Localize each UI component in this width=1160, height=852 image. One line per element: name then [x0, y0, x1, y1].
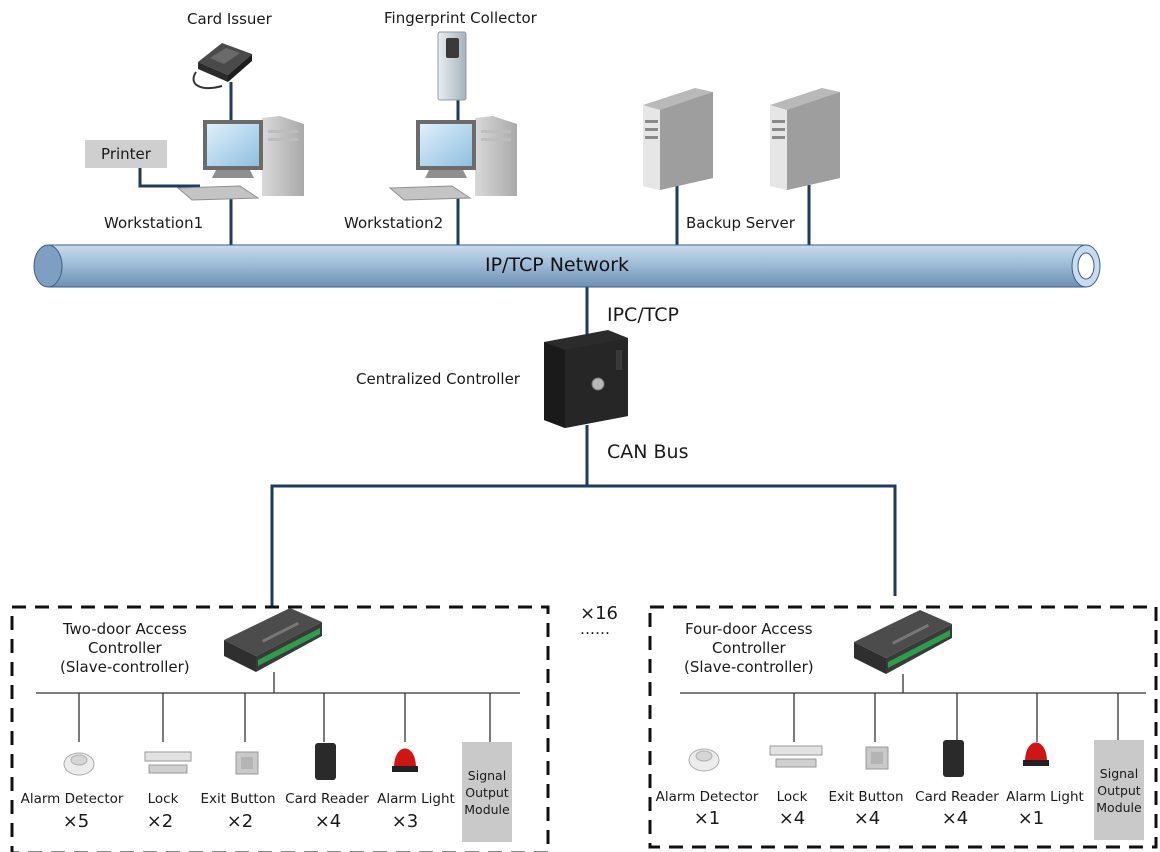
- four-door-device-bus: [680, 674, 1146, 742]
- magnetic-lock-icon: [769, 745, 823, 768]
- card-issuer-icon: [192, 43, 252, 90]
- smoke-detector-icon: [688, 748, 720, 772]
- network-pipe: [33, 244, 1101, 288]
- signal-output-module: Signal Output Module: [462, 742, 512, 842]
- device-count-label: ×1: [1017, 808, 1045, 829]
- network-label: IP/TCP Network: [485, 254, 630, 276]
- exit-button-icon: [235, 751, 259, 775]
- device-count-label: ×5: [62, 811, 90, 832]
- centralized-controller-label: Centralized Controller: [356, 370, 520, 388]
- device-name-label: Exit Button: [828, 789, 904, 805]
- four-door-controller-icon: [854, 610, 952, 674]
- card-issuer-label: Card Issuer: [187, 10, 272, 28]
- workstation1-label: Workstation1: [104, 214, 204, 232]
- continuation-dots: ……: [580, 620, 610, 638]
- workstation2-computer-icon: [388, 116, 517, 201]
- printer-label: Printer: [85, 140, 167, 168]
- workstation2-label: Workstation2: [344, 214, 444, 232]
- fingerprint-collector-icon: [437, 31, 467, 101]
- device-name-label: Lock: [147, 791, 179, 807]
- exit-button-icon: [865, 746, 889, 770]
- smoke-detector-icon: [63, 752, 95, 776]
- device-count-label: ×2: [146, 811, 174, 832]
- backup-server-label: Backup Server: [686, 214, 795, 232]
- ipc-tcp-label: IPC/TCP: [607, 304, 679, 326]
- device-name-label: Alarm Light: [377, 791, 455, 807]
- device-count-label: ×4: [941, 808, 969, 829]
- device-count-label: ×1: [693, 808, 721, 829]
- two-door-controller-title: Two-door Access Controller (Slave-contro…: [60, 620, 190, 676]
- device-count-label: ×4: [778, 808, 806, 829]
- device-name-label: Card Reader: [915, 789, 999, 805]
- four-door-controller-title: Four-door Access Controller (Slave-contr…: [684, 620, 814, 676]
- backup-server-icon: [643, 88, 713, 190]
- workstation1-computer-icon: [176, 116, 304, 201]
- device-name-label: Lock: [776, 789, 808, 805]
- device-count-label: ×4: [853, 808, 881, 829]
- two-door-device-bus: [36, 672, 520, 742]
- card-reader-icon: [315, 743, 336, 780]
- alarm-light-icon: [1023, 742, 1049, 766]
- centralized-controller-icon: [544, 330, 628, 428]
- four-door-controller-group: [648, 605, 1158, 849]
- controller-multiplier-label: ×16: [580, 603, 618, 624]
- device-name-label: Alarm Light: [1006, 789, 1084, 805]
- alarm-light-icon: [392, 748, 418, 772]
- device-count-label: ×3: [391, 811, 419, 832]
- device-name-label: Alarm Detector: [655, 789, 759, 805]
- device-count-label: ×2: [226, 811, 254, 832]
- can-bus-label: CAN Bus: [607, 441, 689, 463]
- connection-lines: [138, 82, 897, 608]
- two-door-controller-icon: [224, 608, 322, 672]
- device-name-label: Card Reader: [285, 791, 369, 807]
- magnetic-lock-icon: [144, 751, 192, 774]
- device-name-label: Alarm Detector: [20, 791, 124, 807]
- card-reader-icon: [943, 740, 964, 777]
- fingerprint-collector-label: Fingerprint Collector: [384, 9, 537, 27]
- signal-output-module: Signal Output Module: [1094, 740, 1144, 840]
- device-count-label: ×4: [314, 811, 342, 832]
- device-name-label: Exit Button: [200, 791, 276, 807]
- backup-server-icon: [770, 88, 840, 190]
